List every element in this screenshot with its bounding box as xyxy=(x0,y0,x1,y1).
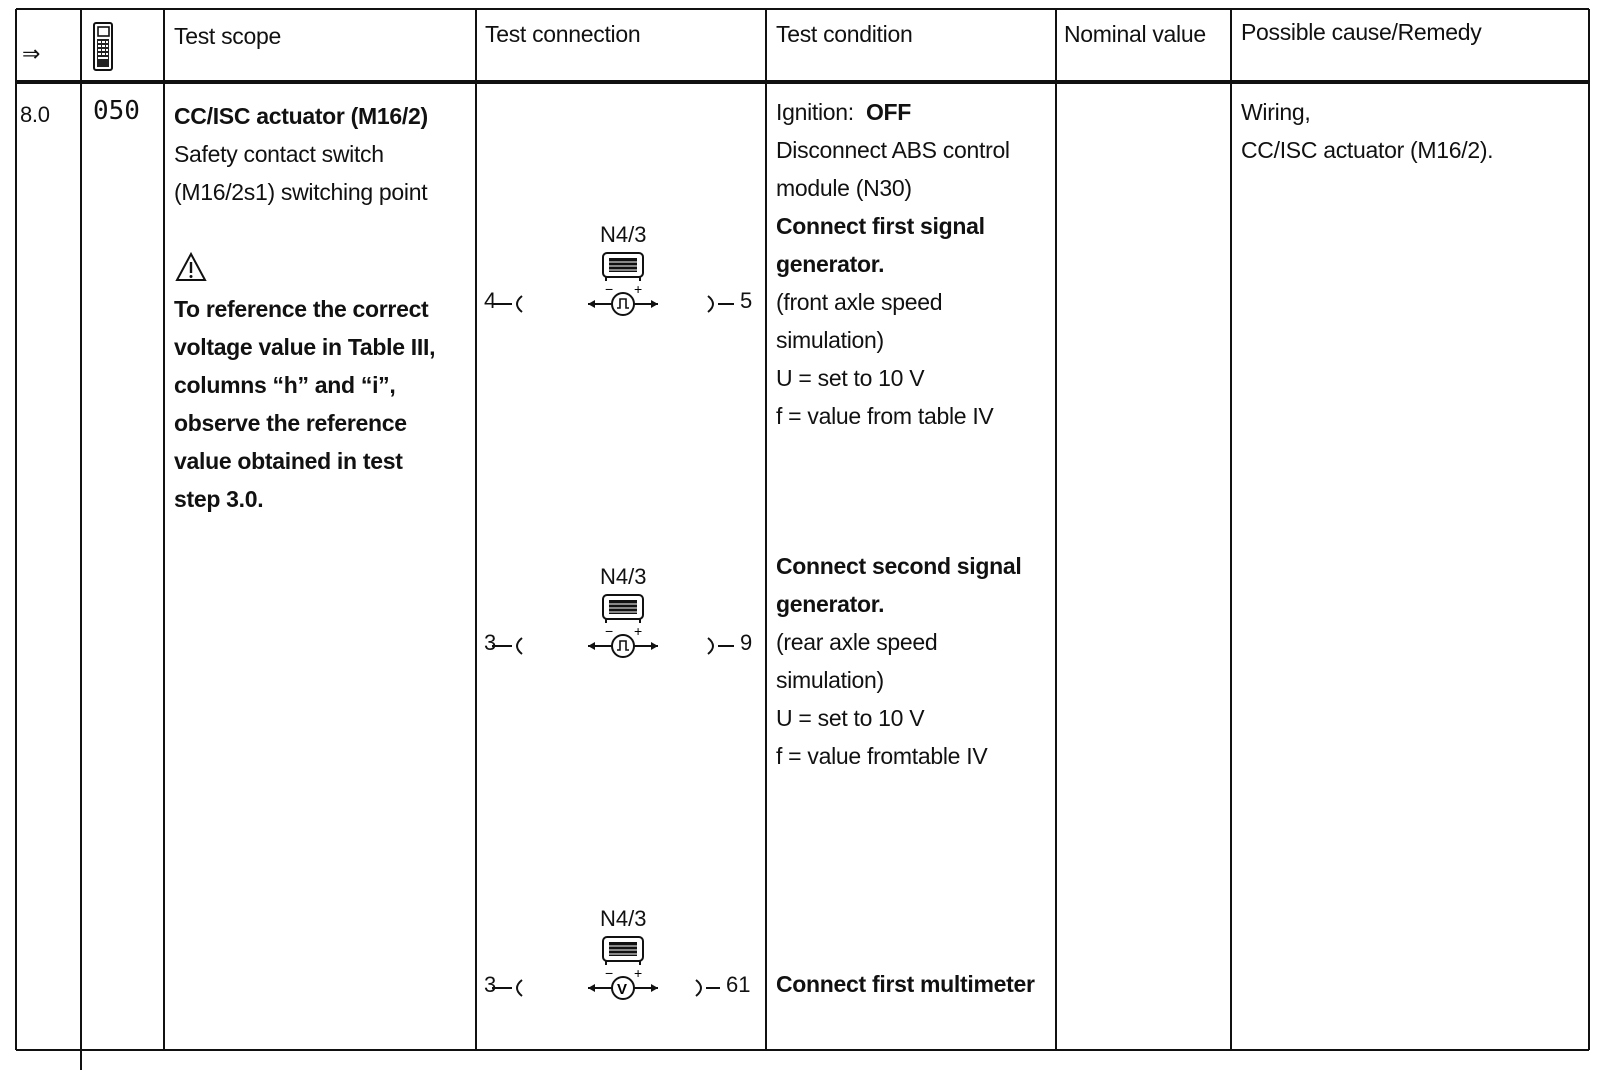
scope-line: (M16/2s1) switching point xyxy=(174,179,428,205)
condition-line: simulation) xyxy=(776,327,884,353)
signal-generator-icon: − + xyxy=(492,252,734,316)
warning-line: To reference the correct xyxy=(174,296,429,322)
condition-line: U = set to 10 V xyxy=(776,365,925,391)
condition-line: simulation) xyxy=(776,667,884,693)
condition-line: f = value from table IV xyxy=(776,403,994,429)
test-scope-header: Test scope xyxy=(174,23,281,49)
left-pin: 3 xyxy=(484,972,497,997)
nominal-value-header: Nominal value xyxy=(1064,21,1206,47)
condition-line: Connect first signal xyxy=(776,213,985,239)
svg-text:−: − xyxy=(605,281,613,297)
test-condition-header: Test condition xyxy=(776,21,913,47)
condition-line: generator. xyxy=(776,251,885,277)
module-label: N4/3 xyxy=(600,564,647,589)
test-connection-3: N4/3 V − + 3 61 xyxy=(478,902,766,1012)
right-pin: 61 xyxy=(726,972,751,997)
cause-line: CC/ISC actuator (M16/2). xyxy=(1241,137,1494,163)
right-pin: 9 xyxy=(740,630,753,655)
arrow-header: ⇒ xyxy=(22,41,41,66)
condition-line: Connect second signal xyxy=(776,553,1022,579)
right-pin: 5 xyxy=(740,288,753,313)
condition-line: (front axle speed xyxy=(776,289,943,315)
condition-ignition: Ignition: OFF xyxy=(776,93,911,132)
condition-line: generator. xyxy=(776,591,885,617)
condition-line: Connect first multimeter xyxy=(776,971,1035,997)
warning-triangle-icon xyxy=(175,251,207,287)
diagnostic-tester-icon xyxy=(92,22,114,72)
svg-text:−: − xyxy=(605,965,613,981)
ignition-value: OFF xyxy=(865,99,912,125)
condition-line: module (N30) xyxy=(776,175,912,201)
svg-text:V: V xyxy=(617,981,627,998)
warning-line: value obtained in test xyxy=(174,448,403,474)
scope-line: Safety contact switch xyxy=(174,141,384,167)
cause-line: Wiring, xyxy=(1241,99,1311,125)
warning-line: columns “h” and “i”, xyxy=(174,372,396,398)
signal-generator-icon: − + xyxy=(492,594,734,658)
module-label: N4/3 xyxy=(600,906,647,931)
condition-line: f = value fromtable IV xyxy=(776,743,988,769)
warning-line: voltage value in Table III, xyxy=(174,334,436,360)
svg-text:+: + xyxy=(634,623,642,639)
test-code: 050 xyxy=(93,96,140,126)
left-pin: 3 xyxy=(484,630,497,655)
condition-line: (rear axle speed xyxy=(776,629,938,655)
voltmeter-icon: V − + xyxy=(492,936,720,1000)
scope-title: CC/ISC actuator (M16/2) xyxy=(174,103,428,129)
test-connection-header: Test connection xyxy=(485,21,641,47)
svg-text:−: − xyxy=(605,623,613,639)
ignition-label: Ignition: xyxy=(776,99,854,125)
test-connection-1: N4/3 − + 4 5 xyxy=(478,218,766,328)
warning-line: observe the reference xyxy=(174,410,407,436)
warning-line: step 3.0. xyxy=(174,486,264,512)
svg-text:+: + xyxy=(634,281,642,297)
test-connection-2: N4/3 − + 3 9 xyxy=(478,560,766,670)
step-number: 8.0 xyxy=(20,102,50,127)
condition-line: Disconnect ABS control xyxy=(776,137,1010,163)
left-pin: 4 xyxy=(484,288,497,313)
module-label: N4/3 xyxy=(600,222,647,247)
svg-text:+: + xyxy=(634,965,642,981)
possible-cause-header: Possible cause/Remedy xyxy=(1241,19,1482,45)
condition-line: U = set to 10 V xyxy=(776,705,925,731)
